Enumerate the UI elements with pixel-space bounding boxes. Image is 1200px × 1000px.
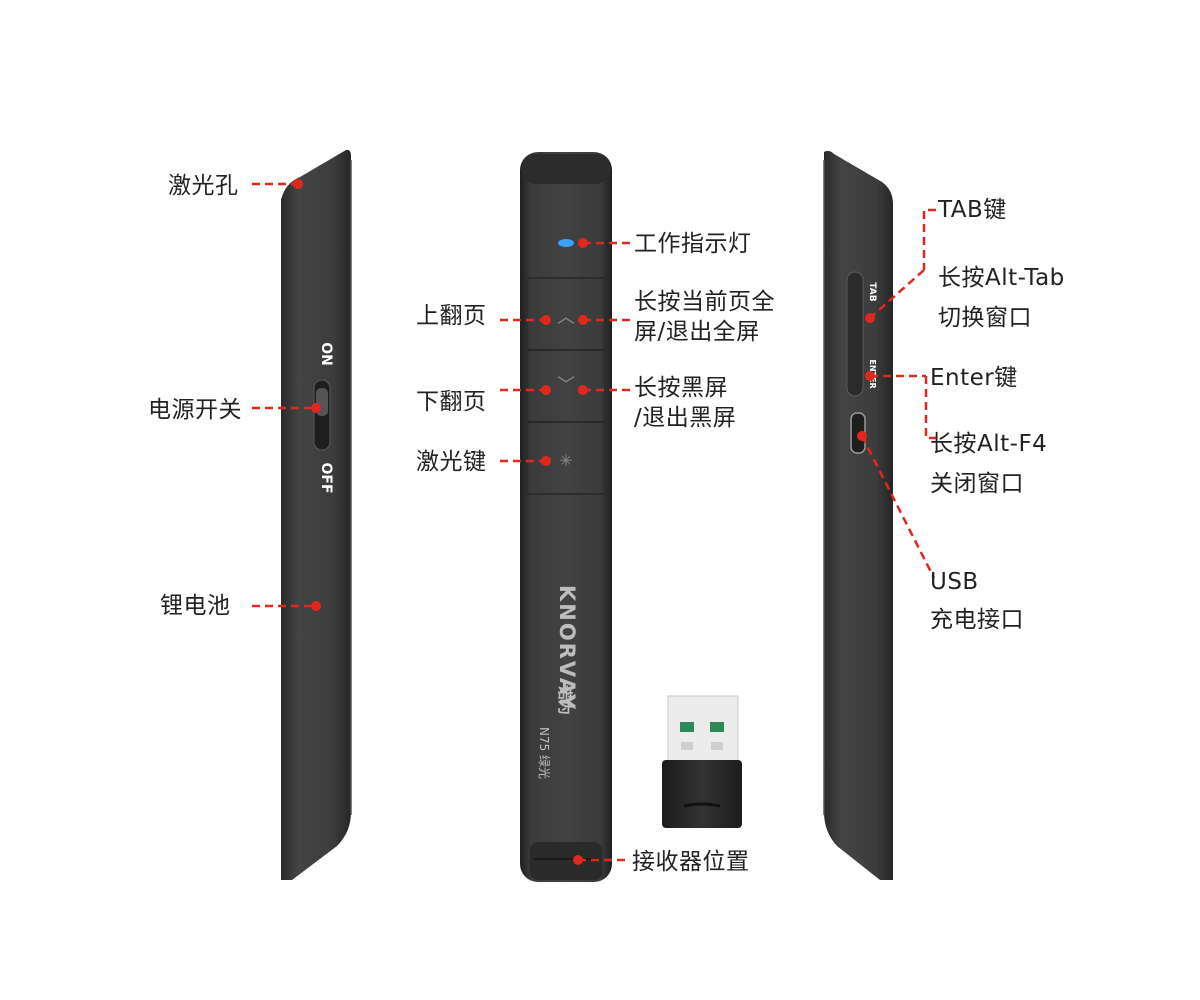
button-panel <box>526 277 606 495</box>
label-receiver: 接收器位置 <box>632 849 750 875</box>
right-body <box>824 150 893 880</box>
label-tab-long-1: 长按Alt-Tab <box>938 265 1065 291</box>
model-text: N75 绿光 <box>537 727 552 779</box>
label-page-up-long-1: 长按当前页全 <box>634 289 775 315</box>
dongle-connector <box>667 695 739 763</box>
front-body <box>520 152 612 882</box>
label-page-down: 下翻页 <box>416 389 487 415</box>
laser-icon: ✳ <box>559 451 572 470</box>
leader-dots <box>293 179 875 865</box>
label-enter-key: Enter键 <box>930 365 1018 391</box>
switch-on-text: ON <box>318 342 334 366</box>
dongle-body <box>662 760 742 828</box>
label-battery: 锂电池 <box>160 593 231 619</box>
chevron-up-icon: ︿ <box>557 307 575 328</box>
label-usb-1: USB <box>930 569 979 595</box>
left-body <box>281 149 351 880</box>
label-page-up-long-2: 屏/退出全屏 <box>634 319 760 345</box>
usb-receiver-dongle <box>662 695 742 828</box>
label-enter-long-1: 长按Alt-F4 <box>930 431 1048 457</box>
pointer-left-side-view: ON OFF <box>281 149 352 880</box>
brand-cn-text: 诺为 <box>556 685 574 715</box>
brand-text: KNORVAY <box>555 585 579 711</box>
switch-off-text: OFF <box>318 462 334 493</box>
label-tab-long-2: 切换窗口 <box>938 305 1032 331</box>
label-page-down-long-2: /退出黑屏 <box>634 405 737 431</box>
label-usb-2: 充电接口 <box>930 607 1024 633</box>
tab-key-text: TAB <box>867 282 877 301</box>
front-top-cap <box>522 154 610 184</box>
label-page-up: 上翻页 <box>416 303 487 329</box>
label-laser-key: 激光键 <box>416 449 487 475</box>
chevron-down-icon: ﹀ <box>557 375 575 396</box>
indicator-light <box>558 239 574 247</box>
side-tab-key <box>846 271 864 397</box>
label-indicator: 工作指示灯 <box>634 231 752 257</box>
label-page-down-long-1: 长按黑屏 <box>634 375 728 401</box>
receiver-slot <box>530 842 602 880</box>
leader-lines <box>252 182 936 862</box>
label-power-switch: 电源开关 <box>148 397 242 423</box>
pointer-front-view: ︿ ﹀ ✳ KNORVAY 诺为 N75 绿光 <box>520 152 612 882</box>
pointer-right-side-view: TAB ENTER <box>823 150 893 880</box>
label-laser-hole: 激光孔 <box>168 173 239 199</box>
label-enter-long-2: 关闭窗口 <box>930 471 1024 497</box>
label-tab-key: TAB键 <box>938 197 1007 223</box>
